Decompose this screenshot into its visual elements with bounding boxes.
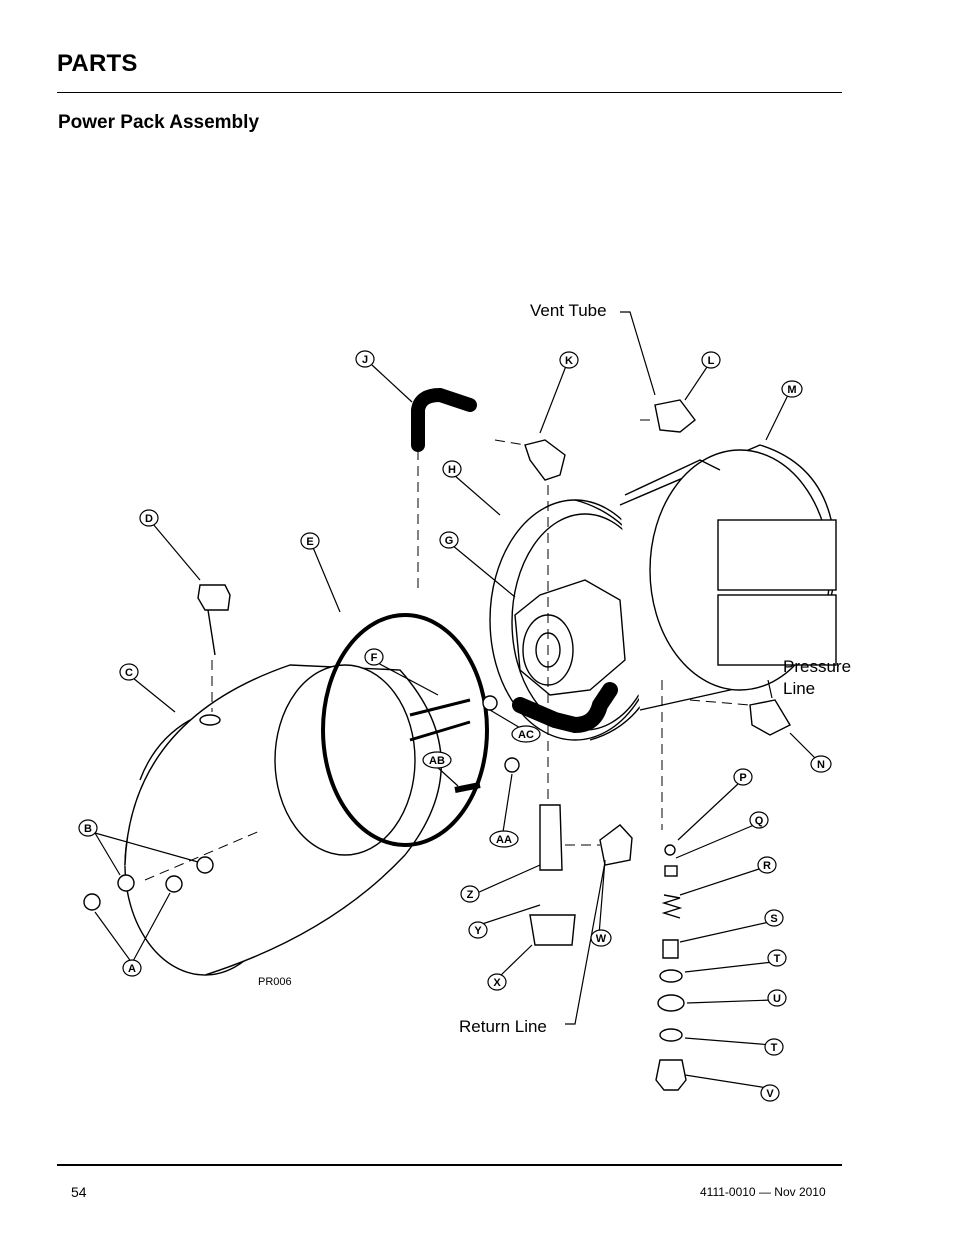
nut-a2 xyxy=(165,875,183,893)
washer-t2 xyxy=(659,1028,683,1042)
label-b: B xyxy=(78,819,98,837)
svg-text:Z: Z xyxy=(467,889,474,901)
label-v: V xyxy=(760,1084,780,1102)
fitting-n xyxy=(749,699,791,736)
label-j: J xyxy=(355,350,375,368)
svg-text:B: B xyxy=(84,823,92,835)
svg-text:C: C xyxy=(125,667,133,679)
svg-text:H: H xyxy=(448,464,456,476)
hose-return xyxy=(512,682,618,734)
label-ab: AB xyxy=(422,751,452,769)
stud-f xyxy=(409,698,471,742)
cap-v xyxy=(655,1059,687,1091)
page-number: 54 xyxy=(71,1184,87,1200)
label-z: Z xyxy=(460,885,480,903)
label-h: H xyxy=(442,460,462,478)
svg-text:AB: AB xyxy=(429,755,445,767)
poppet-s xyxy=(662,939,679,959)
page-subtitle: Power Pack Assembly xyxy=(58,112,260,133)
label-m: M xyxy=(781,380,803,398)
svg-text:T: T xyxy=(774,953,781,965)
callout-return-line: Return Line xyxy=(459,1017,547,1036)
label-ac: AC xyxy=(511,725,541,743)
dipstick-d xyxy=(197,584,231,656)
label-r: R xyxy=(757,856,777,874)
label-w: W xyxy=(590,929,612,947)
bushing-x xyxy=(529,914,576,946)
svg-text:M: M xyxy=(787,384,796,396)
svg-text:S: S xyxy=(770,913,777,925)
label-d: D xyxy=(139,509,159,527)
seat-r xyxy=(664,865,678,877)
label-g: G xyxy=(439,531,459,549)
svg-text:V: V xyxy=(766,1088,774,1100)
svg-text:T: T xyxy=(771,1042,778,1054)
fitting-l xyxy=(654,399,696,433)
label-l: L xyxy=(701,351,721,369)
svg-text:R: R xyxy=(763,860,771,872)
motor xyxy=(619,444,837,711)
label-c: C xyxy=(119,663,139,681)
svg-text:P: P xyxy=(739,772,746,784)
label-t1: T xyxy=(767,949,787,967)
label-x: X xyxy=(487,973,507,991)
washer-b1 xyxy=(117,874,135,892)
callout-vent-tube: Vent Tube xyxy=(530,301,607,320)
tee-z xyxy=(539,804,563,871)
label-a: A xyxy=(122,959,142,977)
label-aa: AA xyxy=(489,830,519,848)
label-e: E xyxy=(300,532,320,550)
svg-text:L: L xyxy=(708,355,715,367)
hose-j xyxy=(411,387,477,452)
nut-a1 xyxy=(83,893,101,911)
label-n: N xyxy=(810,755,832,773)
svg-text:X: X xyxy=(493,977,501,989)
svg-text:AC: AC xyxy=(518,729,534,741)
screw-ab xyxy=(454,782,481,793)
footer-divider xyxy=(57,1164,842,1166)
svg-text:K: K xyxy=(565,355,573,367)
svg-text:A: A xyxy=(128,963,136,975)
reservoir-tank xyxy=(124,664,442,976)
svg-text:G: G xyxy=(445,535,454,547)
svg-text:AA: AA xyxy=(496,834,512,846)
section-title: PARTS xyxy=(57,50,138,77)
assembly-lines xyxy=(144,419,751,881)
svg-text:D: D xyxy=(145,513,153,525)
o-ring-gasket xyxy=(321,613,489,847)
washer-aa xyxy=(504,757,520,773)
svg-text:N: N xyxy=(817,759,825,771)
elbow-w xyxy=(599,824,633,866)
svg-text:W: W xyxy=(596,933,607,945)
label-t2: T xyxy=(764,1038,784,1056)
label-p: P xyxy=(733,768,753,786)
callout-pressure-line-2: Line xyxy=(783,679,815,698)
label-q: Q xyxy=(749,811,769,829)
nut-u xyxy=(657,994,685,1012)
washer-t1 xyxy=(659,969,683,983)
header-divider xyxy=(57,92,842,93)
spring-r xyxy=(661,894,683,919)
washer-b2 xyxy=(196,856,214,874)
nut-ac xyxy=(482,695,498,711)
document-id: 4111-0010 — Nov 2010 xyxy=(700,1185,826,1199)
leader-lines xyxy=(94,311,816,1089)
svg-text:U: U xyxy=(773,993,781,1005)
callout-pressure-line-1: Pressure xyxy=(783,657,851,676)
svg-text:J: J xyxy=(362,354,368,366)
figure-code: PR006 xyxy=(258,976,292,988)
label-s: S xyxy=(764,909,784,927)
label-y: Y xyxy=(468,921,488,939)
fitting-k xyxy=(524,439,566,481)
label-u: U xyxy=(767,989,787,1007)
ball-q xyxy=(664,844,676,856)
label-f: F xyxy=(364,648,384,666)
label-k: K xyxy=(559,351,579,369)
svg-text:Q: Q xyxy=(755,815,764,827)
svg-text:Y: Y xyxy=(474,925,482,937)
svg-text:F: F xyxy=(371,652,378,664)
svg-text:E: E xyxy=(306,536,313,548)
